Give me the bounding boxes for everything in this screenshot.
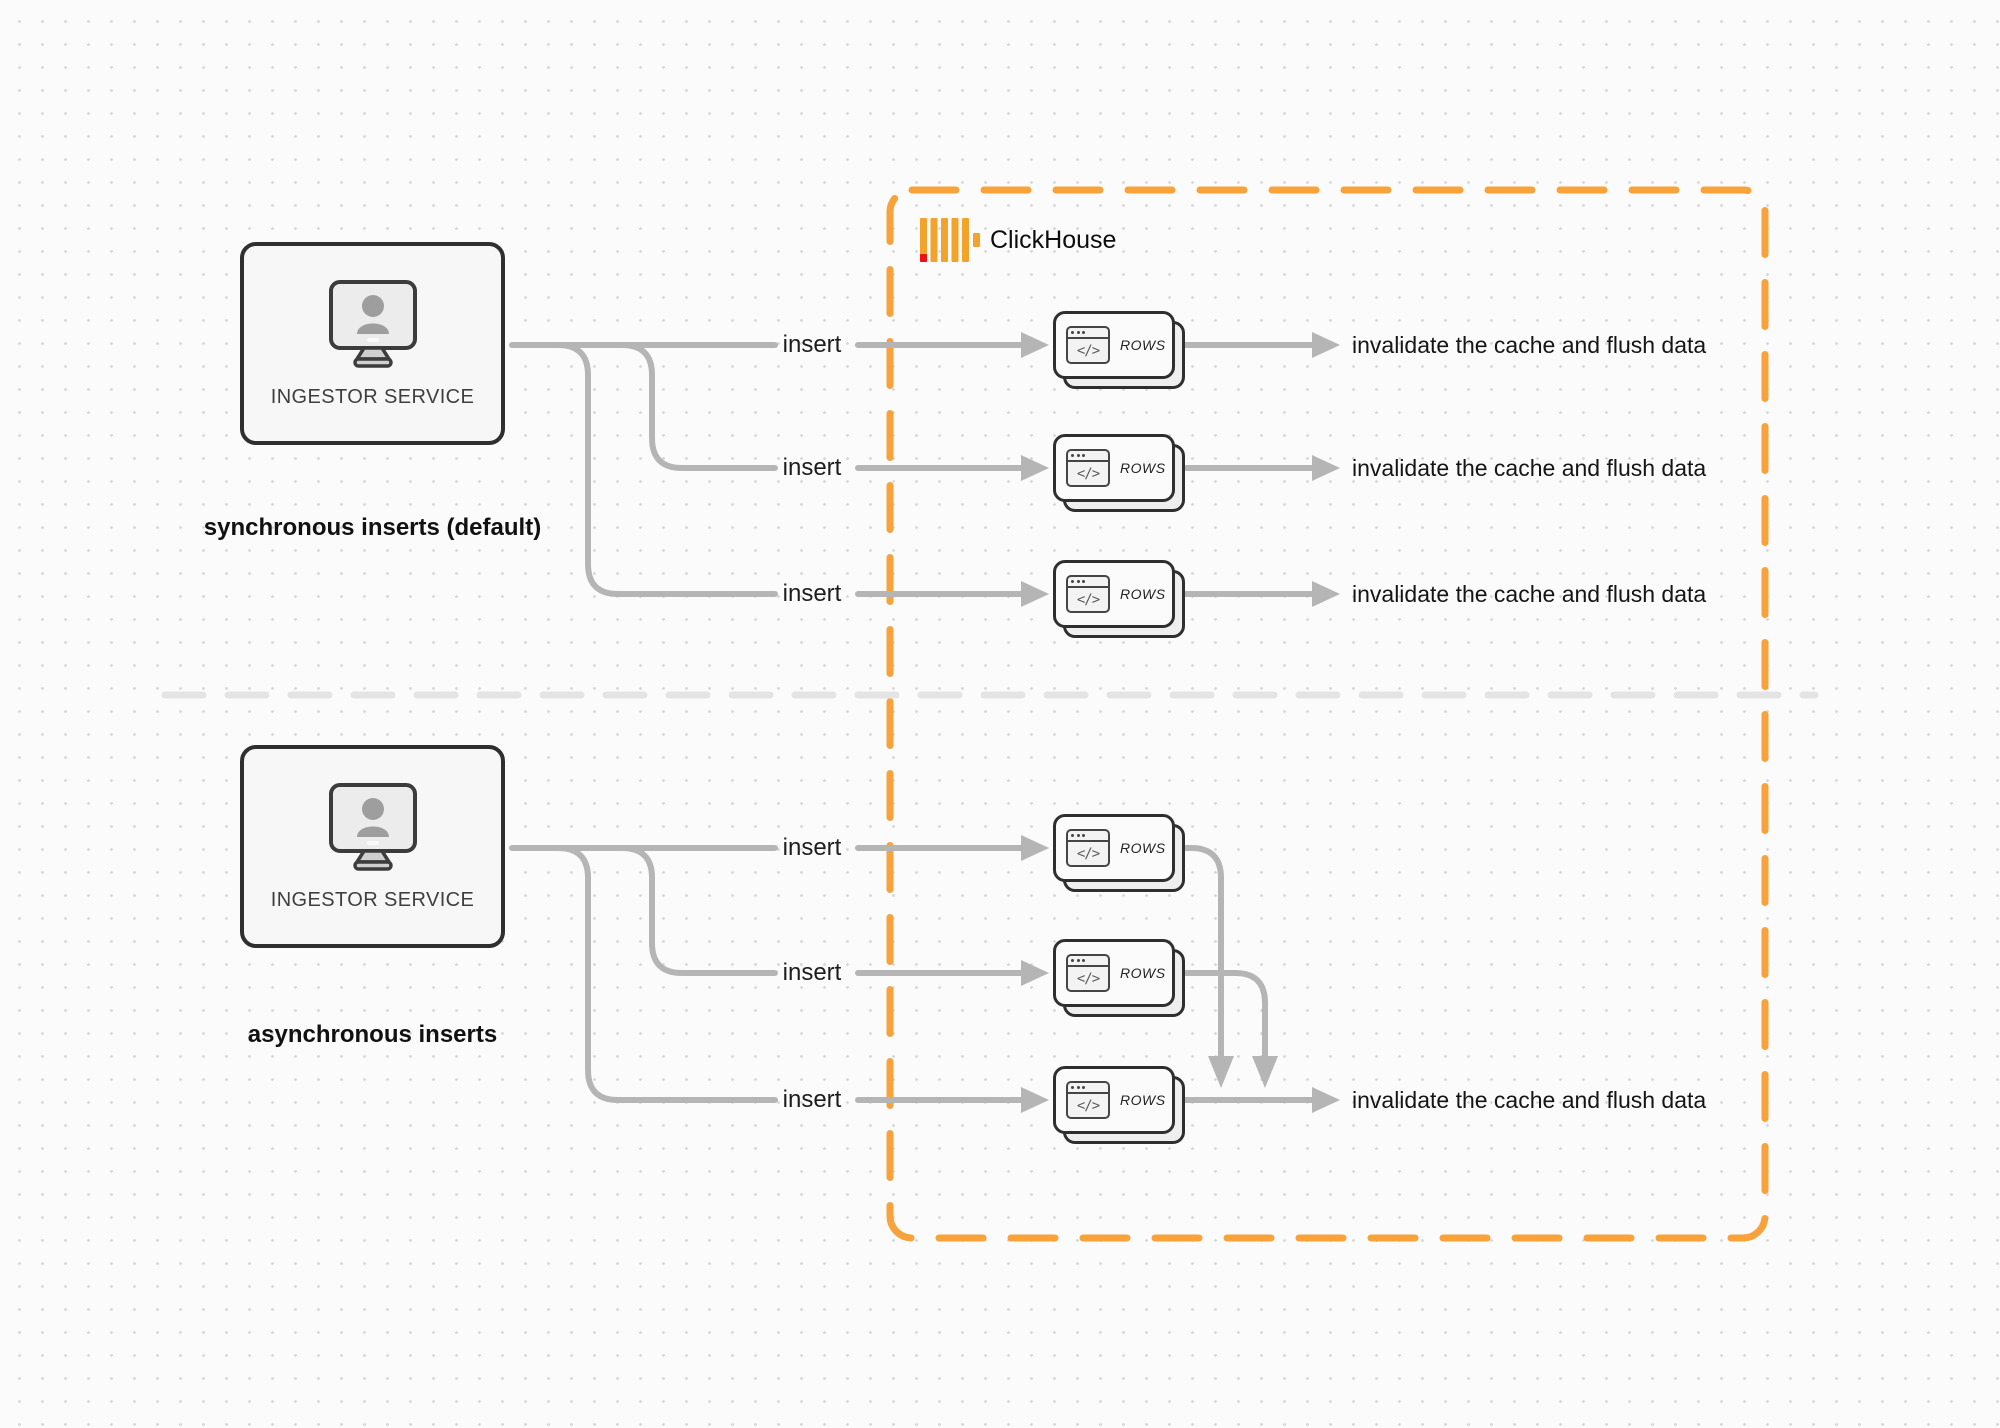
insert-label-async-1: insert bbox=[782, 834, 842, 861]
code-window-icon: </> bbox=[1066, 1081, 1110, 1119]
rows-table-card-async-2: </> ROWS bbox=[1053, 939, 1185, 1017]
card-front: </> ROWS bbox=[1053, 814, 1175, 882]
arrowhead-async-row2 bbox=[1021, 960, 1049, 986]
rows-label: ROWS bbox=[1120, 840, 1166, 856]
code-window-icon: </> bbox=[1066, 954, 1110, 992]
ingestor-service-box-async: INGESTOR SERVICE bbox=[240, 745, 505, 948]
ingestor-service-label: INGESTOR SERVICE bbox=[270, 889, 475, 911]
rows-table-card-sync-3: </> ROWS bbox=[1053, 560, 1185, 638]
clickhouse-title: ClickHouse bbox=[990, 226, 1117, 254]
rows-table-card-async-3: </> ROWS bbox=[1053, 1066, 1185, 1144]
arrowhead-sync-row3 bbox=[1021, 581, 1049, 607]
code-window-icon: </> bbox=[1066, 829, 1110, 867]
result-label-sync-2: invalidate the cache and flush data bbox=[1352, 455, 1707, 481]
card-front: </> ROWS bbox=[1053, 1066, 1175, 1134]
connector-async-merge1 bbox=[1183, 845, 1224, 1059]
rows-label: ROWS bbox=[1120, 460, 1166, 476]
arrowhead-async-merge2 bbox=[1252, 1056, 1278, 1088]
arrowhead-sync-row2 bbox=[1021, 455, 1049, 481]
insert-label-sync-3: insert bbox=[782, 580, 842, 607]
connector-async-merge2 bbox=[1183, 970, 1268, 1059]
connector-async-branch2 bbox=[619, 845, 778, 976]
code-glyph: </> bbox=[1076, 1097, 1100, 1114]
card-front: </> ROWS bbox=[1053, 434, 1175, 502]
rows-label: ROWS bbox=[1120, 337, 1166, 353]
workstation-icon bbox=[328, 783, 417, 871]
card-front: </> ROWS bbox=[1053, 311, 1175, 379]
arrowhead-sync-out1 bbox=[1312, 332, 1340, 358]
code-glyph: </> bbox=[1076, 845, 1100, 862]
sync-section-label: synchronous inserts (default) bbox=[203, 514, 542, 541]
connector-sync-branch2 bbox=[619, 342, 778, 471]
code-window-icon: </> bbox=[1066, 575, 1110, 613]
code-window-icon: </> bbox=[1066, 449, 1110, 487]
connector-async-branch3 bbox=[555, 845, 778, 1103]
workstation-icon bbox=[328, 280, 417, 368]
insert-label-sync-2: insert bbox=[782, 454, 842, 481]
arrowhead-async-row1 bbox=[1021, 835, 1049, 861]
arrowhead-async-merge1 bbox=[1208, 1056, 1234, 1088]
code-glyph: </> bbox=[1076, 342, 1100, 359]
arrowhead-sync-out2 bbox=[1312, 455, 1340, 481]
arrowhead-async-out bbox=[1312, 1087, 1340, 1113]
arrowhead-sync-row1 bbox=[1021, 332, 1049, 358]
rows-table-card-async-1: </> ROWS bbox=[1053, 814, 1185, 892]
code-glyph: </> bbox=[1076, 970, 1100, 987]
card-front: </> ROWS bbox=[1053, 939, 1175, 1007]
rows-table-card-sync-2: </> ROWS bbox=[1053, 434, 1185, 512]
insert-label-sync-1: insert bbox=[782, 331, 842, 358]
result-label-sync-3: invalidate the cache and flush data bbox=[1352, 581, 1707, 607]
arrowhead-async-row3 bbox=[1021, 1087, 1049, 1113]
code-glyph: </> bbox=[1076, 591, 1100, 608]
rows-table-card-sync-1: </> ROWS bbox=[1053, 311, 1185, 389]
clickhouse-logo-red-mark bbox=[920, 254, 927, 262]
ingestor-service-box-sync: INGESTOR SERVICE bbox=[240, 242, 505, 445]
rows-label: ROWS bbox=[1120, 1092, 1166, 1108]
clickhouse-logo-icon bbox=[920, 216, 982, 269]
insert-label-async-2: insert bbox=[782, 959, 842, 986]
arrowhead-sync-out3 bbox=[1312, 581, 1340, 607]
insert-label-async-3: insert bbox=[782, 1086, 842, 1113]
connector-sync-branch3 bbox=[555, 342, 778, 597]
clickhouse-boundary bbox=[886, 186, 1769, 1242]
result-label-sync-1: invalidate the cache and flush data bbox=[1352, 332, 1707, 358]
code-window-icon: </> bbox=[1066, 326, 1110, 364]
result-label-async: invalidate the cache and flush data bbox=[1352, 1087, 1707, 1113]
card-front: </> ROWS bbox=[1053, 560, 1175, 628]
rows-label: ROWS bbox=[1120, 965, 1166, 981]
async-section-label: asynchronous inserts bbox=[247, 1021, 498, 1048]
rows-label: ROWS bbox=[1120, 586, 1166, 602]
code-glyph: </> bbox=[1076, 465, 1100, 482]
ingestor-service-label: INGESTOR SERVICE bbox=[270, 386, 475, 408]
